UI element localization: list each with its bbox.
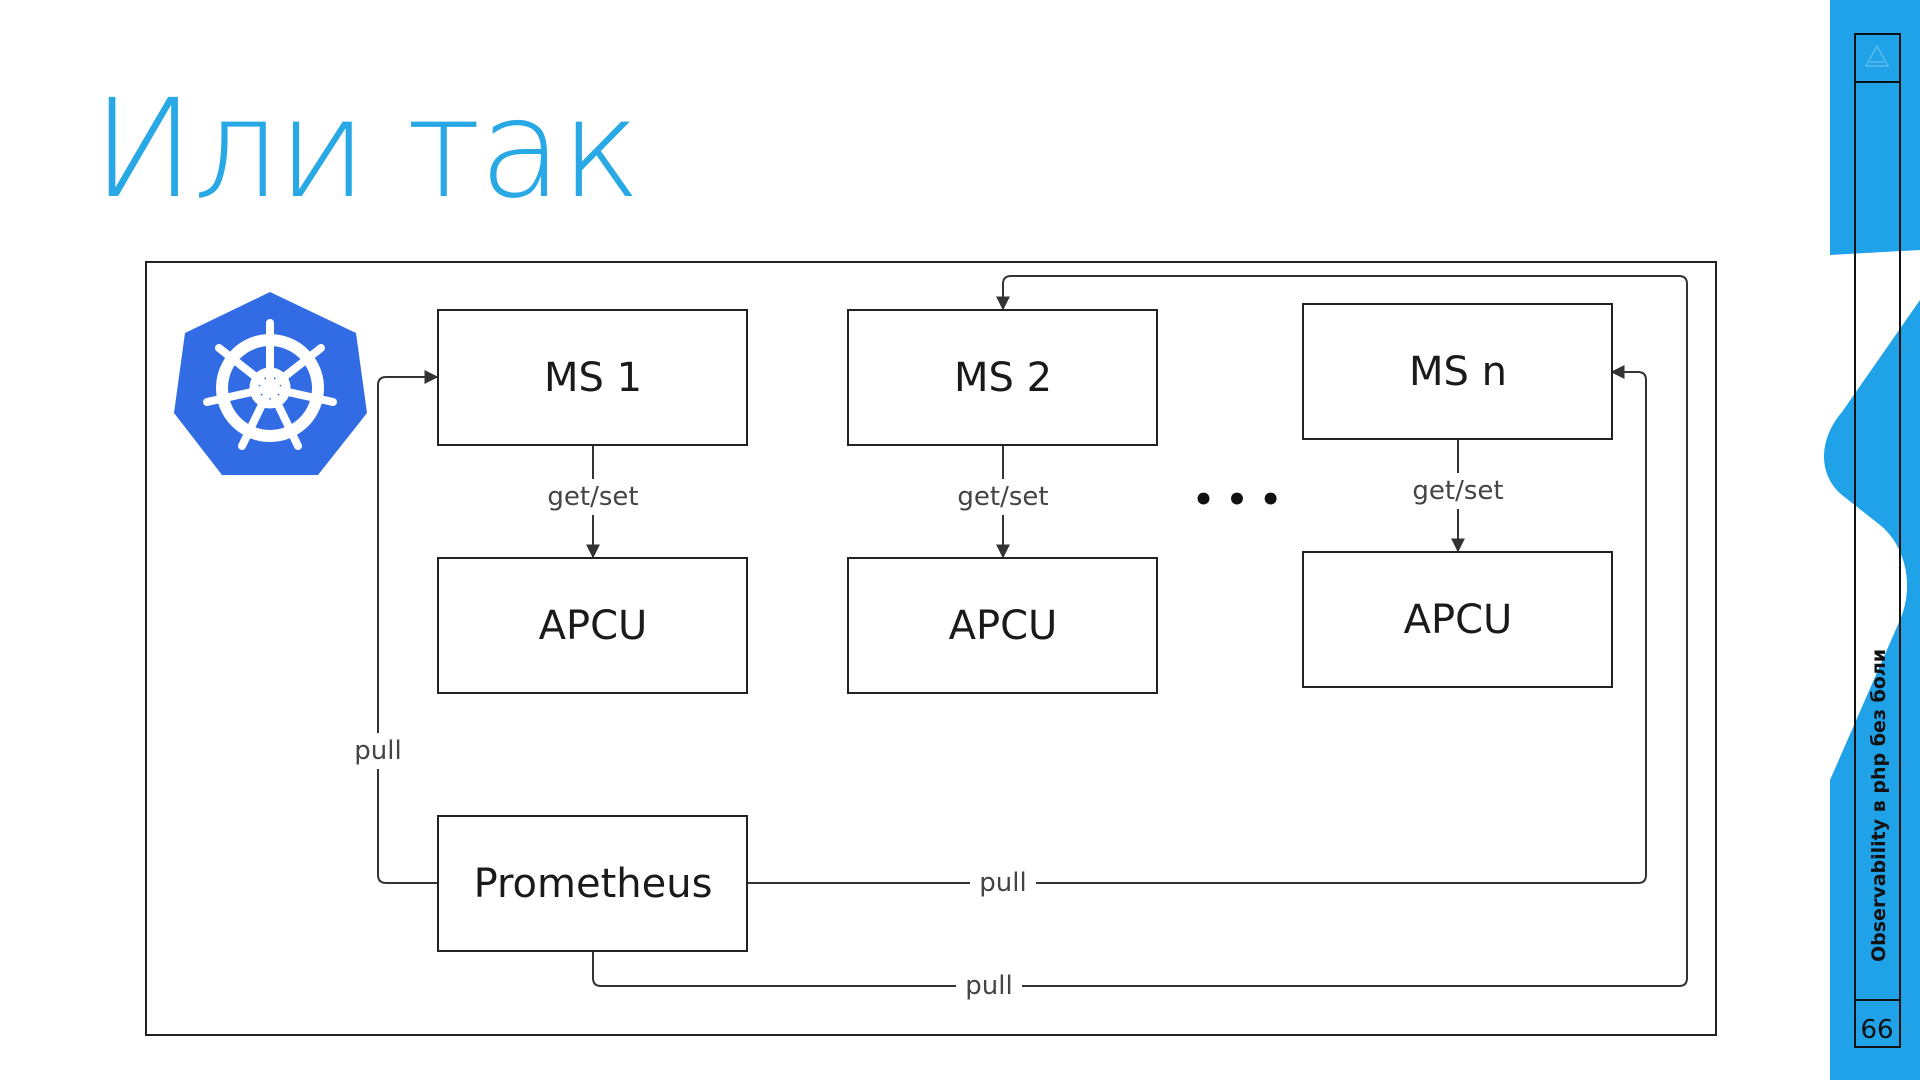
node-msn: MS n	[1302, 303, 1613, 440]
edge-label-pull: pull	[354, 736, 401, 766]
edge-prometheus-ms2: pull	[592, 275, 1688, 1004]
node-ms1: MS 1	[437, 309, 748, 446]
kubernetes-logo	[174, 292, 367, 475]
edge-label-pull: pull	[979, 868, 1026, 898]
node-label: MS n	[1409, 349, 1507, 395]
ellipsis: • • •	[1193, 480, 1282, 520]
node-prometheus: Prometheus	[437, 815, 748, 952]
node-ms2: MS 2	[847, 309, 1158, 446]
sidebar-decoration: Observability в php без боли 66	[1824, 0, 1920, 1080]
edge-msn-apcun: get/set	[1408, 439, 1508, 553]
slide-title: Или так	[92, 71, 641, 229]
edge-label-get-set: get/set	[957, 482, 1048, 512]
kubernetes-helm-icon	[203, 319, 337, 450]
sidebar-frame	[1854, 33, 1901, 1048]
sidebar-wave-shape	[1824, 0, 1920, 1080]
sidebar-logo-icon	[1864, 44, 1890, 67]
node-label: APCU	[539, 603, 648, 649]
node-apcu1: APCU	[437, 557, 748, 694]
node-label: APCU	[949, 603, 1058, 649]
node-label: MS 2	[954, 355, 1052, 401]
edge-ms1-apcu1: get/set	[543, 445, 643, 559]
footer-title: Observability в php без боли	[1868, 649, 1890, 962]
edge-label-get-set: get/set	[547, 482, 638, 512]
node-apcu2: APCU	[847, 557, 1158, 694]
node-apcun: APCU	[1302, 551, 1613, 688]
edge-prometheus-msn: pull	[747, 365, 1647, 901]
node-label: MS 1	[544, 355, 642, 401]
edge-label-get-set: get/set	[1412, 476, 1503, 506]
node-label: Prometheus	[474, 861, 713, 907]
page-number: 66	[1860, 1015, 1893, 1045]
edge-prometheus-ms1: pull	[350, 370, 439, 884]
edge-ms2-apcu2: get/set	[953, 445, 1053, 559]
node-label: APCU	[1404, 597, 1513, 643]
edge-label-pull: pull	[965, 971, 1012, 1001]
